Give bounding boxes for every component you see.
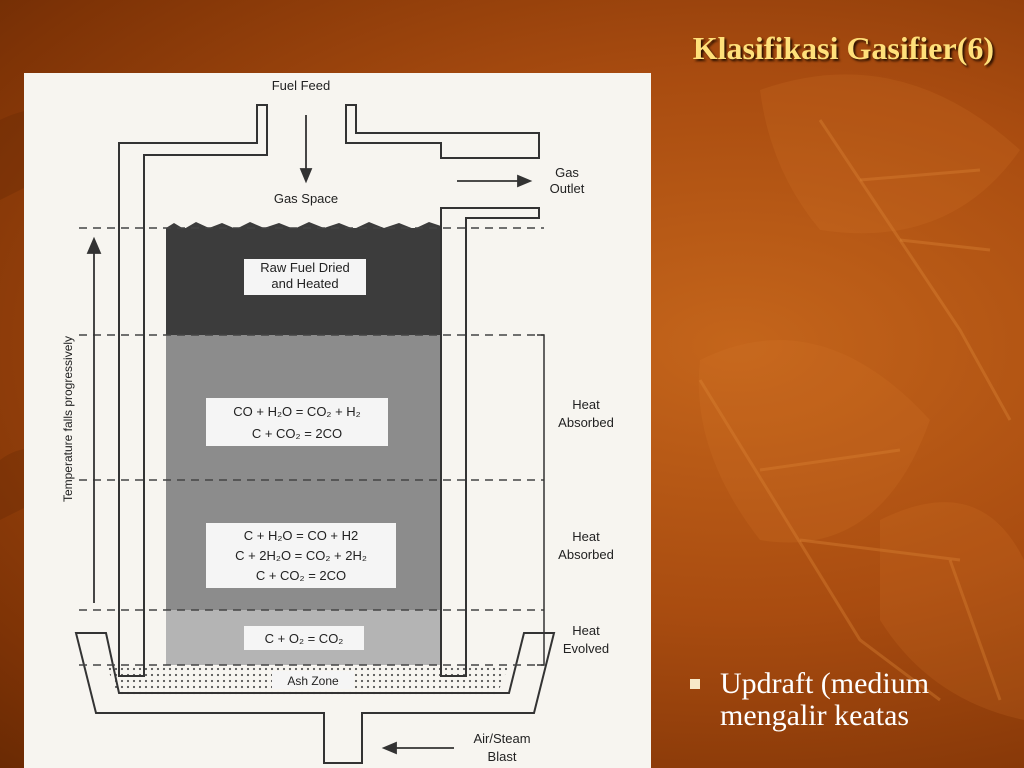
zone2-equation-1: CO + H₂O = CO₂ + H₂	[233, 404, 360, 419]
air-steam-arrow	[381, 741, 397, 755]
raw-fuel-label-2: and Heated	[271, 276, 338, 291]
gas-space-label: Gas Space	[274, 191, 338, 206]
gas-outlet-label-1: Gas	[555, 165, 579, 180]
heat-evolved-line2: Evolved	[563, 641, 609, 656]
heat-absorbed-1-line2: Absorbed	[558, 415, 614, 430]
zone3-equation-1: C + H₂O = CO + H2	[244, 528, 359, 543]
bullet-square-icon	[690, 679, 700, 689]
heat-brace	[537, 334, 545, 666]
air-steam-label-1: Air/Steam	[473, 731, 530, 746]
ash-pan	[74, 632, 556, 764]
heat-evolved-line1: Heat	[572, 623, 600, 638]
bullet-text: Updraft (medium mengalir keatas	[720, 668, 1020, 732]
right-wall	[440, 207, 540, 677]
fuel-surface-edge	[166, 222, 441, 231]
fuel-feed-arrow	[299, 168, 313, 184]
zone2-equation-2: C + CO₂ = 2CO	[252, 426, 342, 441]
raw-fuel-label-1: Raw Fuel Dried	[260, 260, 350, 275]
top-right-duct	[345, 104, 540, 159]
left-wall	[118, 104, 268, 677]
updraft-gasifier-diagram: Fuel Feed Gas Space Gas Outlet Raw Fuel …	[24, 73, 651, 768]
heat-absorbed-2-line1: Heat	[572, 529, 600, 544]
gas-outlet-arrow	[517, 174, 533, 188]
air-steam-label-2: Blast	[488, 749, 517, 764]
fuel-feed-label: Fuel Feed	[272, 78, 331, 93]
ash-zone-label: Ash Zone	[287, 674, 339, 688]
slide-title: Klasifikasi Gasifier(6)	[692, 30, 994, 66]
gas-outlet-label-2: Outlet	[550, 181, 585, 196]
bullet-line-1: Updraft (medium	[720, 667, 930, 700]
zone3-equation-3: C + CO₂ = 2CO	[256, 568, 346, 583]
zone4-equation-1: C + O₂ = CO₂	[265, 631, 344, 646]
bullet-line-2: mengalir keatas	[720, 699, 910, 732]
temperature-arrow-head	[86, 236, 102, 254]
heat-absorbed-2-line2: Absorbed	[558, 547, 614, 562]
temperature-label: Temperature falls progressively	[61, 336, 75, 502]
heat-absorbed-1-line1: Heat	[572, 397, 600, 412]
zone3-equation-2: C + 2H₂O = CO₂ + 2H₂	[235, 548, 367, 563]
